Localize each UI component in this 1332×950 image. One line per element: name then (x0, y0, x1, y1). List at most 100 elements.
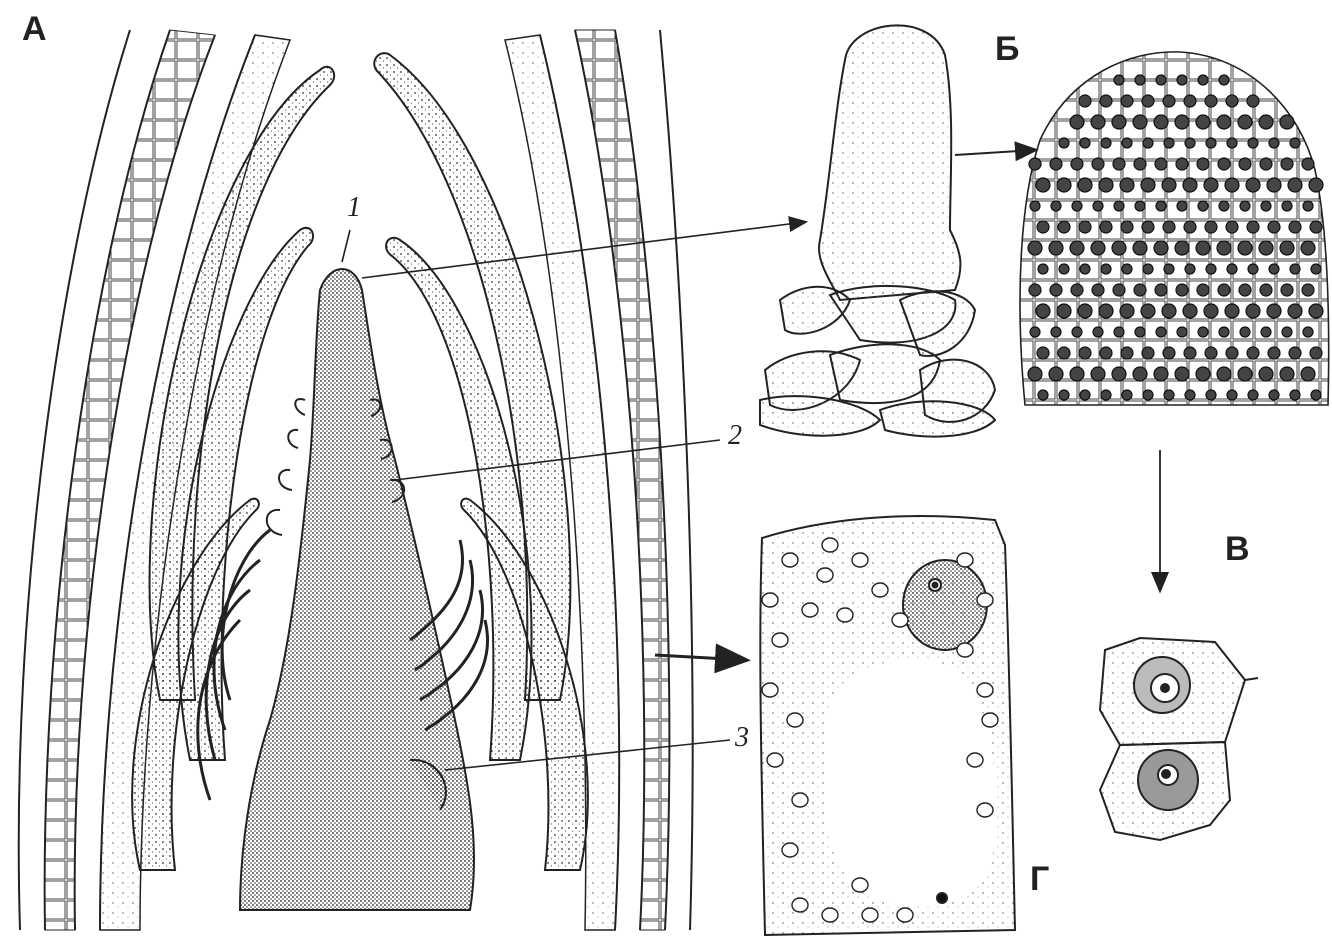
nucleus (1218, 158, 1230, 170)
nucleus (1163, 221, 1175, 233)
nucleus (1198, 201, 1208, 211)
organelle (822, 538, 838, 552)
nucleus (1134, 158, 1146, 170)
nucleus (1206, 264, 1216, 274)
nucleus (1091, 115, 1105, 129)
organelle (822, 908, 838, 922)
nucleus (1309, 304, 1323, 318)
nucleus (1177, 327, 1187, 337)
nucleus (1099, 304, 1113, 318)
organelle (852, 878, 868, 892)
nucleus (1268, 347, 1280, 359)
nucleus (1198, 75, 1208, 85)
nucleus (1058, 221, 1070, 233)
nucleus (1205, 347, 1217, 359)
nucleus (1219, 75, 1229, 85)
nucleus (1058, 347, 1070, 359)
nucleus (1050, 158, 1062, 170)
nucleus (1092, 284, 1104, 296)
nucleus (1142, 95, 1154, 107)
nucleus (1155, 284, 1167, 296)
nucleus (1301, 241, 1315, 255)
nucleus (1135, 201, 1145, 211)
nucleus (1113, 158, 1125, 170)
nucleus (1049, 367, 1063, 381)
nucleus (1049, 241, 1063, 255)
organelle (762, 683, 778, 697)
nucleus (1078, 304, 1092, 318)
nucleus (1091, 367, 1105, 381)
nucleus (1162, 178, 1176, 192)
callout-2: 2 (728, 420, 742, 452)
nucleus (1248, 390, 1258, 400)
nucleus (1142, 347, 1154, 359)
nucleus (1070, 367, 1084, 381)
nucleus (1246, 304, 1260, 318)
nucleus (1154, 115, 1168, 129)
organelle (782, 553, 798, 567)
nucleus (1218, 284, 1230, 296)
nucleus (1163, 347, 1175, 359)
nucleus (1059, 138, 1069, 148)
nucleus (1133, 241, 1147, 255)
nucleus (1142, 221, 1154, 233)
nucleus (1038, 264, 1048, 274)
nucleus (1051, 201, 1061, 211)
nucleus (1029, 158, 1041, 170)
nucleus (1259, 367, 1273, 381)
nucleus (1072, 201, 1082, 211)
nucleus (1290, 390, 1300, 400)
nucleus (1282, 327, 1292, 337)
nucleus (1080, 390, 1090, 400)
nucleus (1268, 221, 1280, 233)
nucleus (1280, 367, 1294, 381)
nucleus (1072, 327, 1082, 337)
nucleus (1184, 347, 1196, 359)
nucleus (1100, 95, 1112, 107)
nucleus (1198, 327, 1208, 337)
nucleus (1176, 158, 1188, 170)
nucleus (1112, 115, 1126, 129)
organelle (982, 713, 998, 727)
nucleus (1238, 367, 1252, 381)
nucleus (1101, 264, 1111, 274)
nucleus (1071, 158, 1083, 170)
nucleus (1260, 284, 1272, 296)
organelle (782, 843, 798, 857)
nucleus (1260, 158, 1272, 170)
nucleus (1093, 201, 1103, 211)
nucleus (1248, 264, 1258, 274)
nucleus (1114, 75, 1124, 85)
nucleus (1240, 201, 1250, 211)
nucleus (1197, 284, 1209, 296)
nucleus (1133, 367, 1147, 381)
nucleus (1269, 390, 1279, 400)
nucleus (1239, 284, 1251, 296)
nucleus (1184, 221, 1196, 233)
nucleus (1206, 390, 1216, 400)
nucleus (1204, 178, 1218, 192)
nucleus (1135, 75, 1145, 85)
nucleus (1239, 158, 1251, 170)
nucleus (1225, 304, 1239, 318)
nucleus (1205, 95, 1217, 107)
nucleus (1059, 264, 1069, 274)
nucleus (1205, 221, 1217, 233)
nucleus (1226, 95, 1238, 107)
nucleus (1122, 390, 1132, 400)
nucleus (1070, 241, 1084, 255)
dividing-cells (1100, 638, 1258, 840)
nucleus (1113, 284, 1125, 296)
nucleus (1133, 115, 1147, 129)
panel-label-g: Г (1030, 860, 1049, 899)
nucleus (1029, 284, 1041, 296)
organelle (967, 753, 983, 767)
nucleus (1303, 327, 1313, 337)
organelle (767, 753, 783, 767)
organelle (872, 583, 888, 597)
nucleus (1038, 390, 1048, 400)
panel-label-b: Б (995, 30, 1019, 69)
nucleus (1288, 178, 1302, 192)
nucleus (1121, 95, 1133, 107)
nucleus (1141, 178, 1155, 192)
